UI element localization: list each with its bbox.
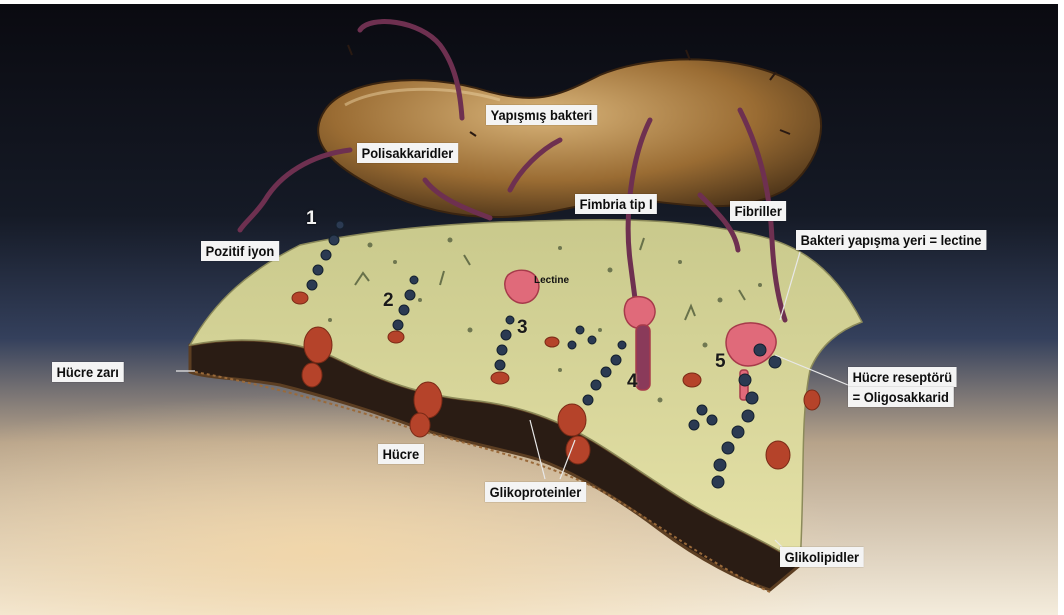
number-1: 1 [306, 209, 317, 229]
label-cell-receptor: Hücre reseptörü [848, 367, 957, 387]
label-fibrils: Fibriller [730, 201, 786, 221]
label-lectine: Lectine [534, 275, 569, 287]
number-2: 2 [383, 291, 394, 311]
number-4: 4 [627, 372, 638, 392]
label-positive-ion: Pozitif iyon [201, 241, 279, 261]
number-3: 3 [517, 318, 528, 338]
label-cell-membrane: Hücre zarı [52, 362, 123, 382]
label-glycolipids: Glikolipidler [780, 547, 864, 567]
label-polysaccharides: Polisakkaridler [357, 143, 458, 163]
label-fimbria-type-1: Fimbria tip I [575, 194, 657, 214]
label-cell: Hücre [378, 444, 424, 464]
label-glycoproteins: Glikoproteinler [485, 482, 586, 502]
label-oligosaccharide: = Oligosakkarid [848, 387, 953, 407]
label-adhered-bacterium: Yapışmış bakteri [486, 105, 597, 125]
number-5: 5 [715, 352, 726, 372]
label-bacterial-adhesion-site: Bakteri yapışma yeri = lectine [796, 230, 986, 250]
